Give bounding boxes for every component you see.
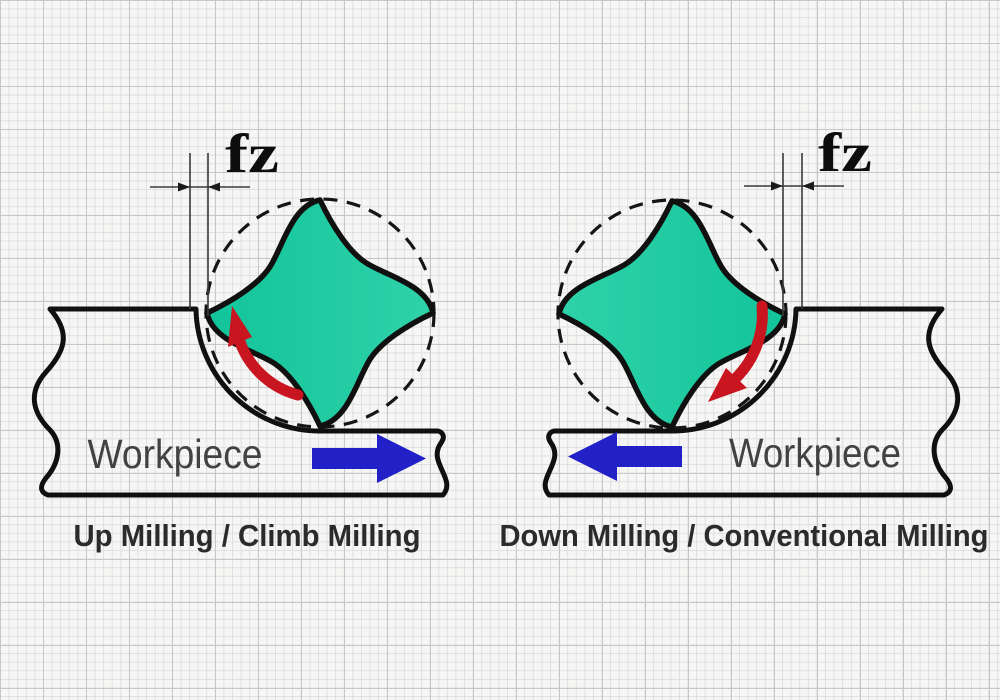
workpiece-label: Workpiece: [88, 431, 263, 477]
workpiece-outline: [31, 306, 450, 498]
diagram-title: Up Milling / Climb Milling: [74, 518, 421, 553]
fz-dimension-arrow-right: [208, 182, 220, 192]
down-milling-diagram: fz Workpiece Down Milling / Conventional…: [500, 122, 989, 553]
workpiece-outline: [542, 306, 961, 498]
rotation-arrow: [730, 300, 768, 384]
fz-label: fz: [225, 123, 279, 184]
feed-direction-arrow: [312, 434, 426, 483]
diagram-title: Down Milling / Conventional Milling: [500, 518, 989, 553]
workpiece-label: Workpiece: [729, 430, 901, 476]
rotation-arrow-head: [228, 306, 252, 347]
fz-dimension-arrow-left: [771, 181, 783, 191]
milling-cutter: [207, 200, 433, 426]
rotation-arrow: [234, 336, 304, 401]
fz-dimension-arrow-right: [802, 181, 814, 191]
fz-dimension-arrow-left: [178, 182, 190, 192]
up-milling-diagram: fz Workpiece Up Milling / Climb Milling: [31, 123, 450, 553]
rotation-arrow-head: [708, 368, 747, 402]
fz-label: fz: [818, 122, 872, 183]
milling-cutter: [559, 201, 785, 427]
feed-direction-arrow: [568, 432, 682, 481]
